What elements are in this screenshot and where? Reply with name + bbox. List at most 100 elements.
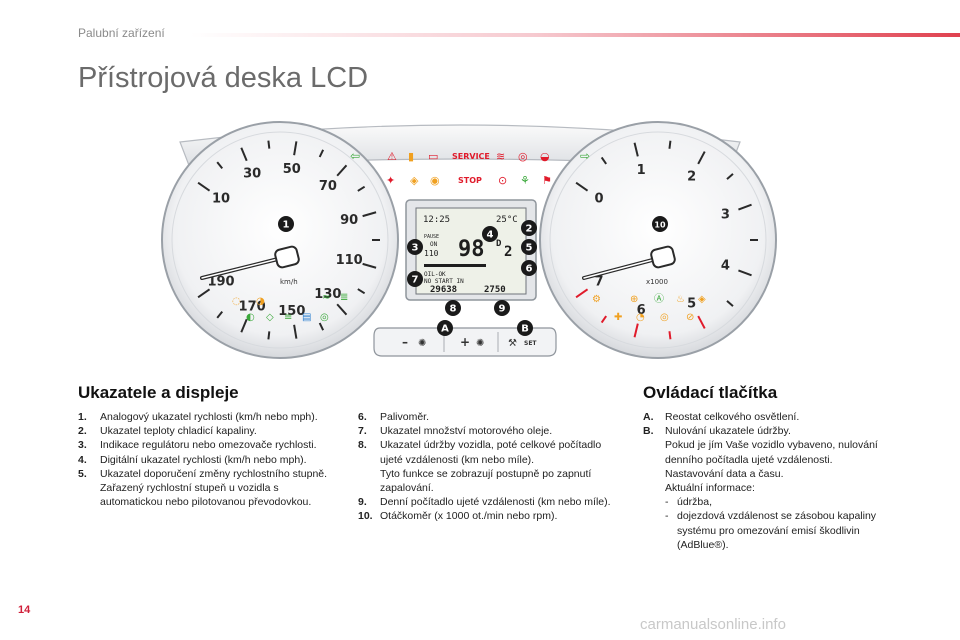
svg-text:Ⓐ: Ⓐ <box>654 293 664 305</box>
rpm-scale-tick <box>600 156 608 165</box>
stop-warning: STOP <box>458 176 482 185</box>
speed-scale-tick <box>216 310 224 319</box>
rpm-scale-tick <box>726 173 734 180</box>
page-number: 14 <box>18 604 31 616</box>
svg-text:◈: ◈ <box>698 294 706 305</box>
speed-scale-label: 150 <box>278 304 305 319</box>
controls-section-title: Ovládací tlačítka <box>643 383 778 402</box>
speed-scale-tick <box>357 288 366 295</box>
callout-number: 7 <box>412 275 419 286</box>
list-item: 7.Ukazatel množství motorového oleje. <box>358 425 553 438</box>
rpm-scale-label: 3 <box>721 208 730 223</box>
speed-scale-label: 130 <box>314 287 341 302</box>
controls-list: A.Reostat celkového osvětlení. B.Nulován… <box>643 410 905 552</box>
list-item: 8.Ukazatel údržby vozidla, poté celkové … <box>358 439 602 466</box>
lcd-speed: 98 <box>458 237 485 262</box>
callout-marker <box>521 239 537 255</box>
svg-text:⚘: ⚘ <box>520 174 530 187</box>
callout-marker <box>278 216 294 232</box>
speed-scale-tick <box>357 185 366 192</box>
svg-text:◒: ◒ <box>540 150 550 163</box>
svg-text:▤: ▤ <box>302 312 311 323</box>
svg-text:◎: ◎ <box>518 150 528 163</box>
callout-marker <box>652 216 668 232</box>
rpm-scale-label: 0 <box>594 192 603 207</box>
lcd-no-start: NO START IN <box>424 278 464 285</box>
lcd-display: 12:25 25°C PAUSE ON 110 98 D 2 OIL-OK NO… <box>423 215 518 295</box>
callout-number: 4 <box>487 230 494 241</box>
rpm-scale-label: 2 <box>687 169 696 184</box>
callout-number: 1 <box>283 220 290 231</box>
svg-text:◉: ◉ <box>430 174 440 187</box>
lcd-speed-limit: 110 <box>424 249 439 258</box>
speed-scale-tick <box>293 324 298 339</box>
header-section: Palubní zařízení <box>78 26 165 40</box>
list-item-note: Aktuální informace: <box>665 482 755 495</box>
rpm-scale-tick <box>633 323 639 338</box>
speed-scale-tick <box>267 331 271 340</box>
svg-text:▮: ▮ <box>408 150 414 163</box>
header-rule <box>190 33 960 37</box>
list-item-note: Tyto funkce se zobrazují postupně po zap… <box>380 467 592 495</box>
callout-marker <box>521 260 537 276</box>
speed-unit-label: km/h <box>280 278 298 286</box>
svg-text:⚒: ⚒ <box>508 338 517 349</box>
rpm-scale-label: 5 <box>687 297 696 312</box>
speed-scale-label: 190 <box>207 274 234 289</box>
left-dial-lamps: ◌ ◑ ≈ ≣ ◐ ◇ ≡ ▤ ◎ <box>232 292 348 323</box>
callout-number: 3 <box>412 243 419 254</box>
svg-text:⚑: ⚑ <box>542 174 552 187</box>
indicators-section-title: Ukazatele a displeje <box>78 383 239 402</box>
svg-text:⇦: ⇦ <box>350 149 360 163</box>
speed-scale-tick <box>362 211 377 218</box>
callout-marker <box>407 271 423 287</box>
svg-text:⊘: ⊘ <box>686 312 694 323</box>
speed-scale-tick <box>336 164 348 177</box>
callout-marker <box>407 239 423 255</box>
button-plus-glyph: + <box>460 335 470 349</box>
svg-text:⚠: ⚠ <box>387 150 397 163</box>
svg-text:⇨: ⇨ <box>580 149 590 163</box>
speed-scale-label: 170 <box>239 299 266 314</box>
speed-scale-label: 30 <box>243 167 261 182</box>
lcd-trip: 2750 <box>484 285 506 295</box>
button-callout-letter: A <box>441 324 449 335</box>
list-item: 6.Palivoměr. <box>358 411 430 423</box>
svg-text:⚙: ⚙ <box>592 294 601 305</box>
list-item: A.Reostat celkového osvětlení. <box>643 411 800 423</box>
list-item-note: Pokud je jím Vaše vozidlo vybaveno, nulo… <box>665 439 878 466</box>
list-item: B.Nulování ukazatele údržby. <box>643 425 791 438</box>
svg-text:✦: ✦ <box>386 174 395 187</box>
right-dial-lamps: ⚙ ⊕ Ⓐ ♨ ◈ ✚ ◔ ◎ ⊘ <box>592 293 706 323</box>
svg-text:⊙: ⊙ <box>498 174 507 187</box>
list-item: 2.Ukazatel teploty chladicí kapaliny. <box>78 425 257 438</box>
svg-text:✺: ✺ <box>418 338 426 349</box>
button-callout-marker <box>517 320 533 336</box>
list-item: 4.Digitální ukazatel rychlosti (km/h neb… <box>78 453 307 466</box>
speed-scale-tick <box>318 149 325 158</box>
speed-scale-tick <box>197 288 211 299</box>
rpm-scale-label: 7 <box>594 274 603 289</box>
callout-number: 2 <box>526 224 533 235</box>
speed-scale-tick <box>197 181 211 192</box>
lcd-time: 12:25 <box>423 215 450 225</box>
warning-lamps-top: ⇦ ⚠ ▮ ▭ SERVICE ≋ ◎ ◒ ⇨ ✦ ◈ ◉ STOP ⊙ ⚘ ⚑ <box>350 149 590 187</box>
speed-scale-label: 70 <box>319 179 337 194</box>
list-item: 10.Otáčkoměr (x 1000 ot./min nebo rpm). <box>358 510 558 523</box>
svg-text:♨: ♨ <box>676 294 685 305</box>
list-item: 1.Analogový ukazatel rychlosti (km/h neb… <box>78 411 318 423</box>
svg-text:◐: ◐ <box>246 312 255 323</box>
button-minus-glyph: – <box>402 335 408 349</box>
service-warning: SERVICE <box>452 152 490 161</box>
callout-number: 9 <box>499 304 506 315</box>
rpm-scale-label: 4 <box>721 258 730 273</box>
dash-item: -údržba, <box>665 496 713 509</box>
button-callout-letter: B <box>521 324 529 335</box>
svg-text:◈: ◈ <box>410 174 419 187</box>
rpm-scale-tick <box>697 315 706 329</box>
rpm-scale-tick <box>575 181 589 192</box>
rpm-scale-tick <box>600 315 608 324</box>
speed-scale-tick <box>293 141 298 156</box>
speed-scale-label: 90 <box>340 213 358 228</box>
